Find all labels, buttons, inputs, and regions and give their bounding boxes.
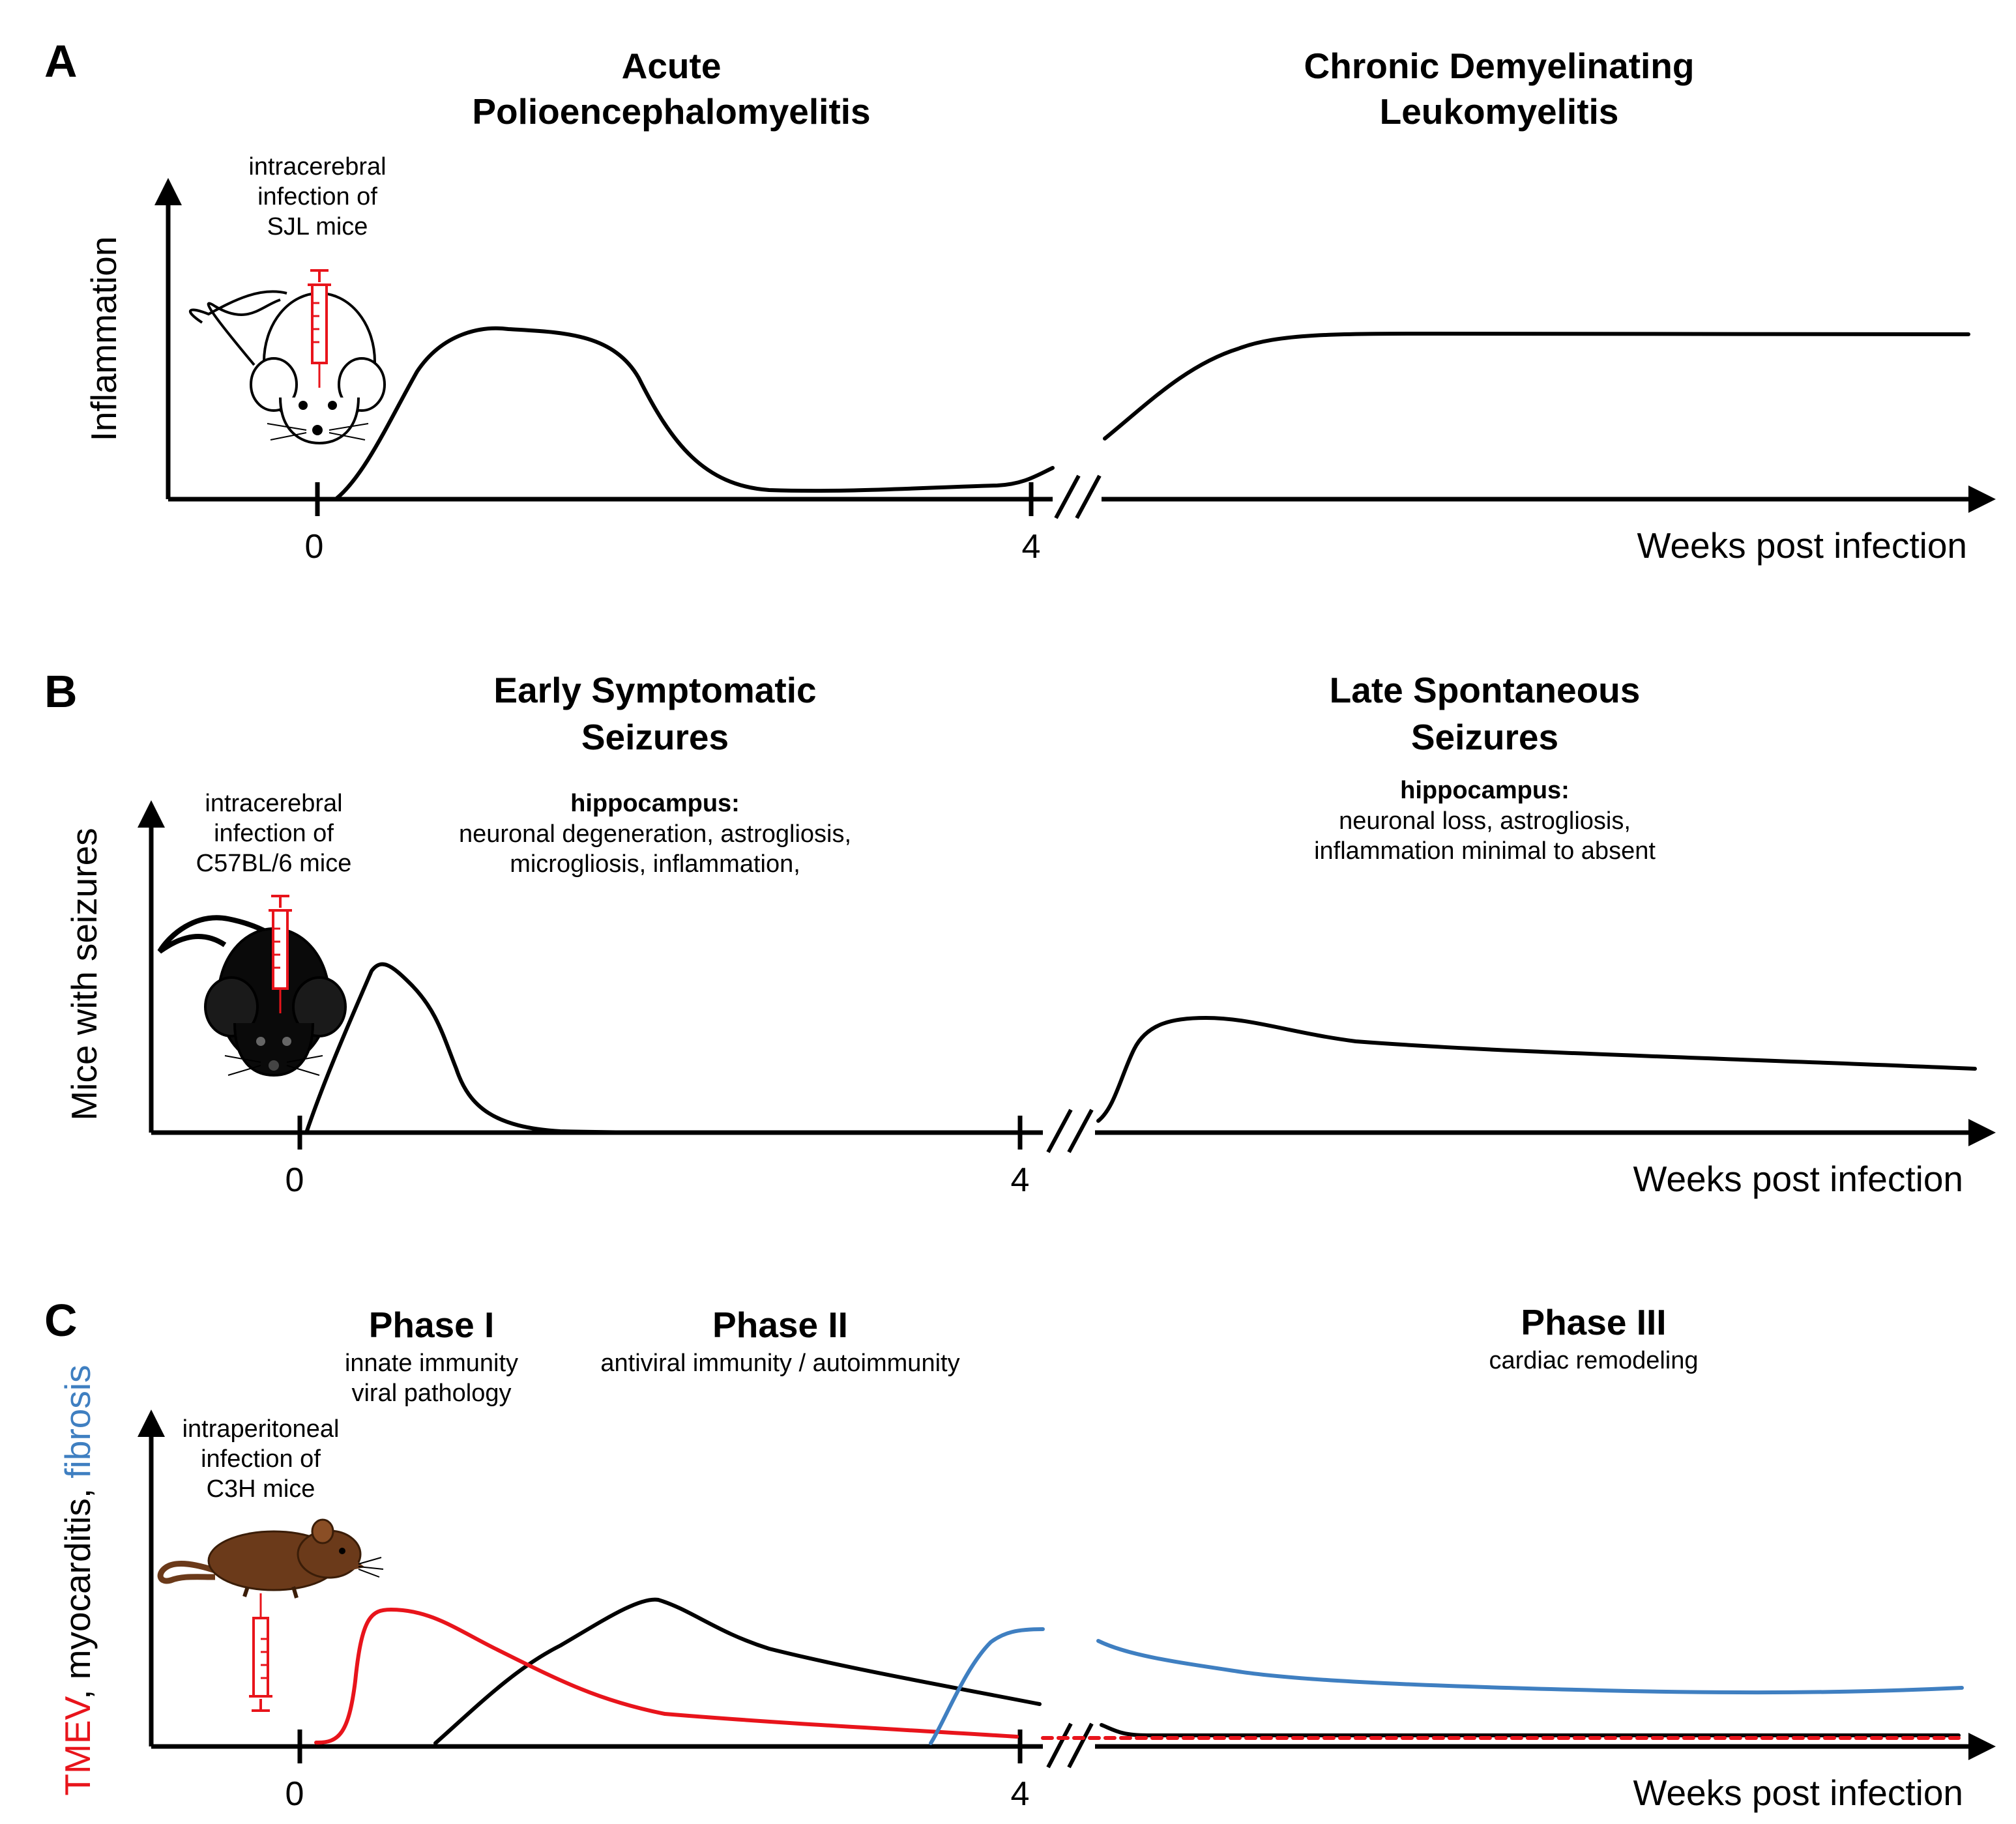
phase-title: Seizures (1411, 717, 1558, 757)
phase-detail-heading: hippocampus: (1400, 777, 1570, 804)
panel-b: B Early Symptomatic Seizures hippocampus… (44, 666, 1996, 1199)
black-mouse-icon (157, 915, 347, 1077)
seizure-curve (1096, 1016, 1977, 1123)
y-label-tmev: TMEV (57, 1696, 98, 1796)
axis-break-mark (1067, 1108, 1094, 1153)
infection-note: infection of (257, 183, 377, 210)
x-tick-label: 4 (1011, 1775, 1030, 1813)
phase-detail: viral pathology (351, 1380, 511, 1407)
phase-detail: microgliosis, inflammation, (510, 850, 800, 878)
seizure-curve (304, 962, 667, 1135)
infection-note: C57BL/6 mice (196, 850, 352, 877)
x-tick-label: 4 (1011, 1161, 1030, 1199)
x-axis-label: Weeks post infection (1633, 1159, 1963, 1199)
phase-title: Phase I (369, 1305, 495, 1345)
myocarditis-curve (1100, 1723, 1961, 1738)
phase-detail: innate immunity (345, 1350, 518, 1377)
fibrosis-curve (1096, 1639, 1964, 1695)
x-axis-label: Weeks post infection (1633, 1773, 1963, 1813)
phase-title: Phase II (712, 1305, 848, 1345)
panel-letter: B (44, 666, 78, 717)
x-tick-label: 0 (305, 528, 324, 566)
brown-mouse-icon (157, 1518, 384, 1599)
axis-break-mark (1046, 1722, 1073, 1769)
panel-letter: C (44, 1295, 78, 1346)
y-label-myocarditis: , myocarditis, (57, 1479, 98, 1700)
phase-title: Seizures (581, 717, 729, 757)
y-label-fibrosis: fibrosis (57, 1365, 98, 1478)
infection-note: infection of (201, 1445, 321, 1473)
panel-c: C Phase I innate immunity viral patholog… (44, 1295, 1996, 1813)
infection-note: intracerebral (205, 790, 342, 817)
inflammation-curve (334, 326, 1055, 501)
infection-note: intraperitoneal (183, 1415, 340, 1443)
x-tick-label: 0 (285, 1775, 304, 1813)
panel-a: A Acute Polioencephalomyelitis Chronic D… (44, 36, 1996, 566)
phase-title: Polioencephalomyelitis (472, 91, 870, 132)
myocarditis-curve (433, 1597, 1042, 1745)
axis-break-mark (1054, 474, 1081, 519)
x-tick-label: 4 (1022, 528, 1041, 566)
phase-title: Acute (622, 46, 722, 86)
fibrosis-curve (929, 1627, 1045, 1745)
phase-detail: cardiac remodeling (1489, 1347, 1698, 1374)
white-mouse-icon (188, 290, 386, 445)
x-tick-label: 0 (285, 1161, 304, 1199)
infection-note: infection of (214, 820, 334, 847)
phase-detail-heading: hippocampus: (570, 790, 740, 817)
phase-title: Late Spontaneous (1330, 670, 1641, 710)
infection-note: C3H mice (207, 1475, 315, 1503)
tmev-curve (314, 1608, 1019, 1745)
panel-letter: A (44, 36, 78, 87)
x-axis-label: Weeks post infection (1637, 525, 1967, 566)
axis-break-mark (1067, 1722, 1094, 1769)
phase-detail: inflammation minimal to absent (1314, 837, 1656, 865)
y-axis-label: Inflammation (83, 237, 124, 442)
axis-break-mark (1046, 1108, 1073, 1153)
phase-detail: neuronal loss, astrogliosis, (1339, 807, 1631, 835)
phase-detail: neuronal degeneration, astrogliosis, (459, 820, 851, 848)
infection-note: SJL mice (267, 213, 368, 240)
inflammation-curve (1103, 332, 1970, 441)
y-axis-label: Mice with seizures (64, 828, 104, 1120)
phase-title: Early Symptomatic (493, 670, 816, 710)
phase-title: Chronic Demyelinating (1304, 46, 1695, 86)
phase-title: Leukomyelitis (1380, 91, 1619, 132)
phase-title: Phase III (1521, 1302, 1666, 1342)
y-axis-label: TMEV, myocarditis, fibrosis (57, 1365, 98, 1795)
syringe-icon (248, 1592, 274, 1712)
phase-detail: antiviral immunity / autoimmunity (600, 1350, 959, 1377)
infection-note: intracerebral (248, 153, 386, 181)
axis-break-mark (1075, 474, 1102, 519)
